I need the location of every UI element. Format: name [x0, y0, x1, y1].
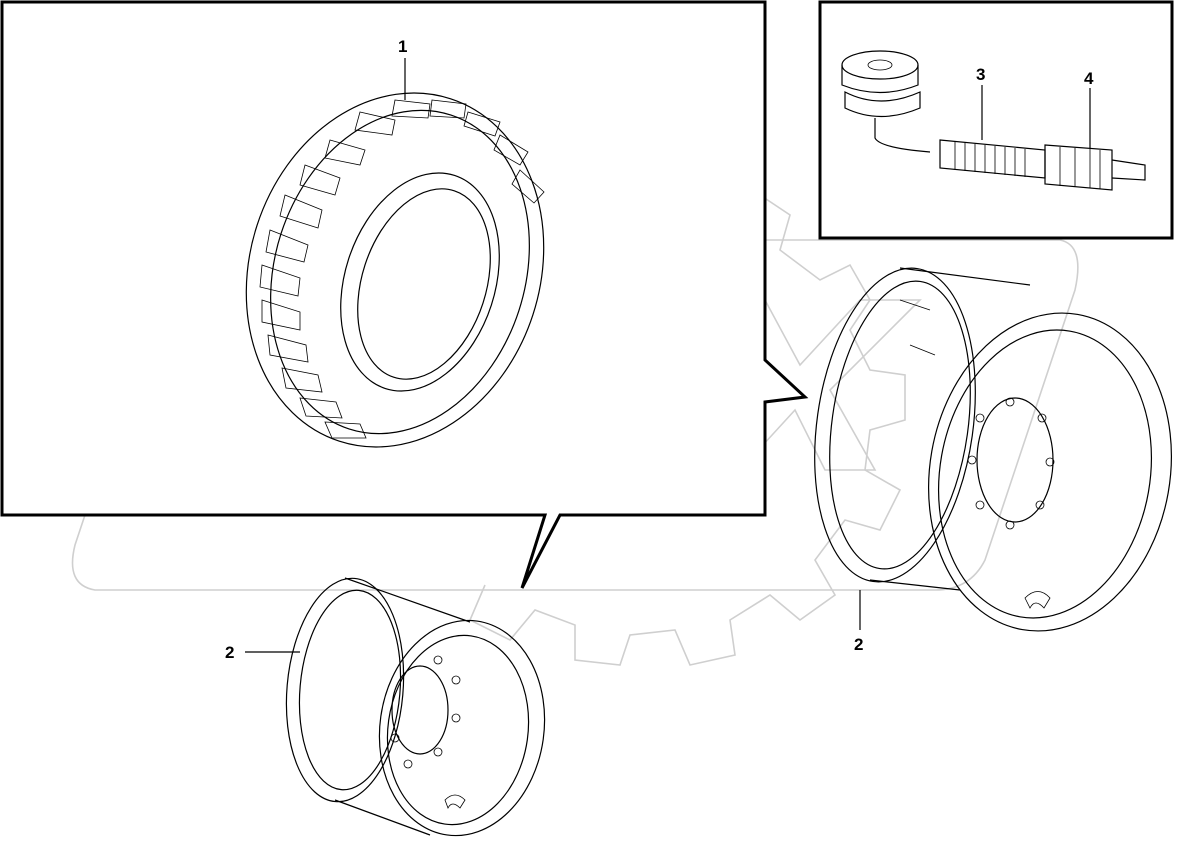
valve-cap-icon: [1044, 144, 1146, 191]
valve-inset-frame: [818, 0, 1174, 240]
wheel-rim-large-icon: [814, 267, 1172, 632]
callout-wheel-rim-small: 2: [225, 643, 234, 662]
callout-valve-cap: 4: [1084, 69, 1094, 88]
callout-tire: 1: [398, 37, 407, 56]
tire-icon: [245, 92, 545, 448]
wheel-rim-small-icon: [285, 577, 546, 837]
callout-valve-extension: 3: [976, 65, 985, 84]
callout-wheel-rim-large: 2: [854, 635, 863, 654]
tire-callout-frame: [0, 0, 809, 589]
